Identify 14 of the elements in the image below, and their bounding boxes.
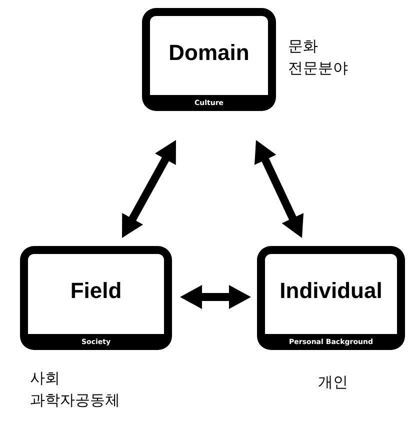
box-title: Individual bbox=[278, 278, 384, 304]
korean-label: 과학자공동체 bbox=[30, 390, 120, 410]
korean-label: 사회 bbox=[30, 368, 60, 388]
korean-label: 개인 bbox=[318, 372, 348, 392]
double-arrow bbox=[180, 285, 251, 309]
double-arrow bbox=[122, 140, 176, 238]
double-arrow bbox=[254, 140, 304, 238]
korean-label: 문화 bbox=[288, 36, 318, 56]
box-title: Field bbox=[69, 278, 123, 304]
box-title: Domain bbox=[168, 40, 250, 66]
concept-box bbox=[142, 8, 276, 111]
concept-box bbox=[257, 246, 405, 350]
concept-box bbox=[20, 246, 172, 350]
korean-label: 전문분야 bbox=[288, 58, 348, 78]
